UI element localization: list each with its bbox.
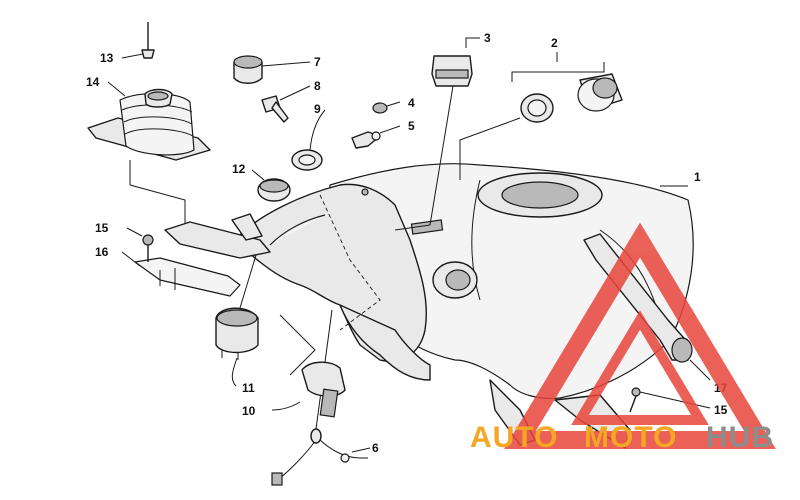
callout-13: 13 (100, 51, 114, 65)
watermark-text-hub: HUB (706, 421, 774, 454)
watermark-text-moto: MOTO (584, 421, 677, 454)
part-10-sensor-switch (271, 314, 346, 418)
callout-9: 9 (314, 102, 321, 116)
part-13-screw (121, 22, 155, 59)
part-4-grommet (372, 101, 401, 114)
part-3-rubber-cap (429, 37, 480, 226)
part-14-shift-boot (87, 81, 211, 225)
part-11-connector (215, 254, 259, 387)
part-8-key (261, 85, 311, 123)
watermark-logo-text: AUTO MOTO HUB (470, 421, 774, 454)
callout-16: 16 (95, 245, 109, 259)
callout-5: 5 (408, 119, 415, 133)
watermark (504, 222, 776, 449)
part-12-ring-cap (251, 169, 291, 202)
part-2-fuel-cap-assembly (459, 52, 623, 180)
callout-6: 6 (372, 441, 379, 455)
callout-11: 11 (242, 381, 255, 395)
part-6-wiring (271, 309, 371, 486)
part-5-clip (351, 125, 401, 149)
console-body (239, 183, 431, 381)
part-9-nut-ring (291, 109, 326, 171)
part-7-ignition-switch (233, 55, 311, 84)
mounting-bracket (121, 213, 271, 297)
callout-1: 1 (694, 170, 701, 184)
callout-10: 10 (242, 404, 256, 418)
callout-14: 14 (86, 75, 100, 89)
callout-2: 2 (551, 36, 558, 50)
watermark-triangle-icon (504, 222, 776, 449)
callout-4: 4 (408, 96, 415, 110)
watermark-text-auto: AUTO (470, 421, 558, 454)
callout-15-right: 15 (714, 403, 728, 417)
callout-8: 8 (314, 79, 321, 93)
callout-12: 12 (232, 162, 246, 176)
callout-3: 3 (484, 31, 491, 45)
callout-7: 7 (314, 55, 321, 69)
callout-15-left: 15 (95, 221, 109, 235)
